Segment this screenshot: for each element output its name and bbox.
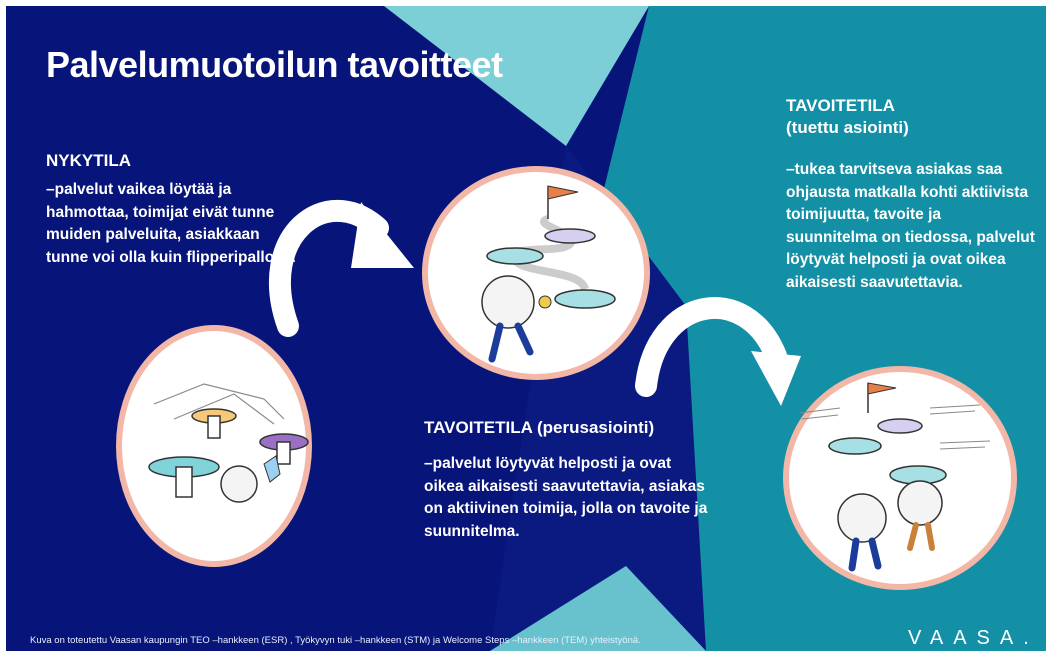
arrow-right-2 [635, 297, 801, 406]
vaasa-logo: VAASA. [908, 627, 1039, 649]
basic-target-text: –palvelut löytyvät helposti ja ovat oike… [424, 455, 708, 540]
supported-target-text: –tukea tarvitseva asiakas saa ohjausta m… [786, 161, 1035, 291]
bg-light-wedge-top [384, 6, 649, 146]
path-illustration [422, 166, 650, 380]
page-title: Palvelumuotoilun tavoitteet [46, 44, 503, 85]
pinball-illustration [116, 325, 312, 567]
current-state-text: –palvelut vaikea löytää ja hahmottaa, to… [46, 181, 296, 266]
slide: Palvelumuotoilun tavoitteet NYKYTILA –pa… [6, 6, 1046, 651]
basic-target-heading: TAVOITETILA (perusasiointi) [424, 418, 655, 437]
supported-target-subheading: (tuettu asiointi) [786, 118, 909, 137]
current-state-heading: NYKYTILA [46, 151, 131, 170]
bg-navy-wedge [490, 146, 706, 651]
arrow-right-1 [268, 199, 414, 337]
supported-path-illustration [783, 366, 1017, 590]
supported-target-heading: TAVOITETILA [786, 96, 895, 115]
bg-light-wedge-bottom [490, 566, 706, 651]
footer-note: Kuva on toteutettu Vaasan kaupungin TEO … [30, 635, 641, 646]
